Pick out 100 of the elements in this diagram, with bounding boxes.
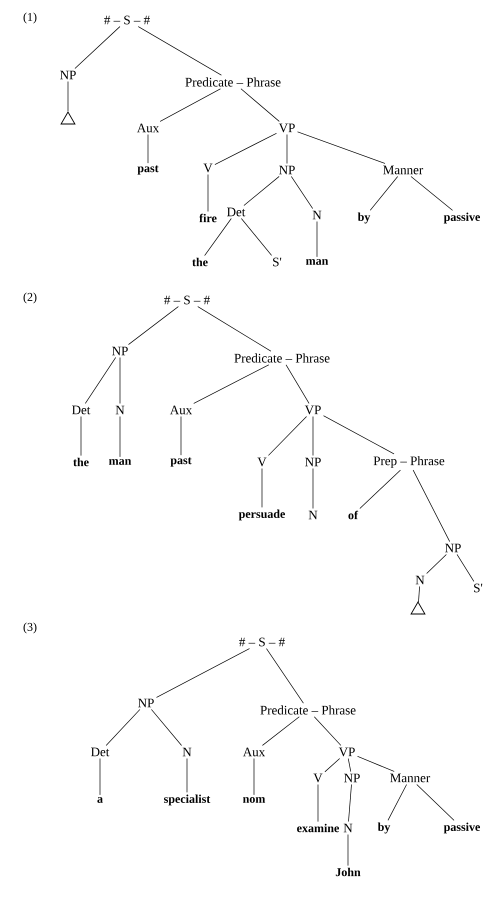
tree-number: (2) [24,292,36,304]
tree-branch [268,416,307,456]
word: examine [297,824,340,832]
tree-branch [128,306,179,345]
tree-branch [297,131,386,164]
word: persuade [238,510,286,520]
word: John [336,868,360,876]
tree-branch [106,709,140,746]
word: the [192,258,208,266]
category-label: VP [278,124,295,132]
category-label: # – S – # [104,16,150,24]
tree-branch [240,88,280,122]
tree-branch [456,554,474,582]
word: past [137,165,159,175]
category-label: Predicate – Phrase [260,705,356,715]
tree-branch [323,415,394,454]
tree-branch [410,176,453,211]
tree-branch [244,176,280,206]
word: by [378,822,390,834]
category-label: VP [304,406,321,414]
tree-branch [262,716,300,746]
word: passive [444,822,480,834]
tree-branch [193,364,270,404]
category-label: N [312,210,322,220]
category-label: V [313,774,323,782]
category-label: Aux [170,406,192,414]
tree-branch [286,134,288,164]
category-label: NP [344,774,360,782]
word: passive [444,212,480,224]
tree-branch [160,88,221,122]
word: past [170,457,192,467]
tree-branch [180,416,182,456]
category-label: Manner [383,166,424,174]
tree-branch [151,709,182,746]
category-label: Predicate – Phrase [234,353,330,363]
category-label: NP [112,346,128,356]
tree-branch [357,756,395,772]
word: nom [243,797,266,803]
tree-branch [348,758,352,772]
category-label: S' [474,584,482,592]
category-label: NP [60,70,76,80]
category-label: # – S – # [164,296,210,304]
category-label: N [182,748,192,756]
category-label: S' [273,258,282,266]
tree-branch [80,416,82,456]
tree-branch [156,648,250,698]
category-label: Det [227,208,246,216]
category-label: NP [305,458,321,466]
tree-branch [418,586,420,602]
tree-branch [266,648,304,704]
category-label: NP [138,698,154,708]
category-label: Predicate – Phrase [185,77,281,87]
tree-branch [348,784,352,822]
tree-branch [312,416,314,456]
category-label: Prep – Phrase [374,456,444,468]
category-label: VP [338,748,355,756]
category-label: N [308,510,318,520]
tree-number: (1) [24,12,36,24]
category-label: Manner [390,774,430,782]
tree-branch [290,176,314,209]
tree-branch [84,357,116,404]
category-label: NP [445,544,461,552]
word: man [306,259,328,265]
tree-branch [286,364,310,404]
word: of [348,510,358,520]
category-label: N [416,576,424,584]
category-label: Det [91,748,110,756]
tree-number: (3) [24,622,36,634]
tree-branch [214,132,277,165]
category-label: Aux [242,748,266,756]
category-label: N [116,406,124,414]
tree-branch [388,784,407,821]
word: specialist [164,794,210,806]
word: a [97,797,103,803]
word: the [73,458,89,466]
category-label: V [203,164,213,172]
tree-branch [316,221,318,258]
tree-branch [314,716,342,746]
category-label: Det [72,406,90,414]
tree-branch [370,176,398,211]
category-label: V [257,458,267,466]
tree-branch [138,26,222,76]
tree-branch [74,26,120,69]
tree-branch [412,470,450,542]
word: by [358,212,370,224]
tree-branch [241,218,272,256]
word: man [109,459,132,465]
category-label: Aux [136,124,160,132]
tree-branch [426,554,447,574]
tree-branch [197,306,272,352]
word: fire [199,214,217,222]
category-label: NP [279,166,295,174]
tree-branch [360,470,401,509]
tree-branch [204,218,232,256]
tree-branch [312,468,314,509]
tree-branch [186,758,188,793]
category-label: N [344,824,352,832]
category-label: # – S – # [239,638,285,646]
tree-branch [324,758,340,772]
tree-branch [416,784,454,821]
